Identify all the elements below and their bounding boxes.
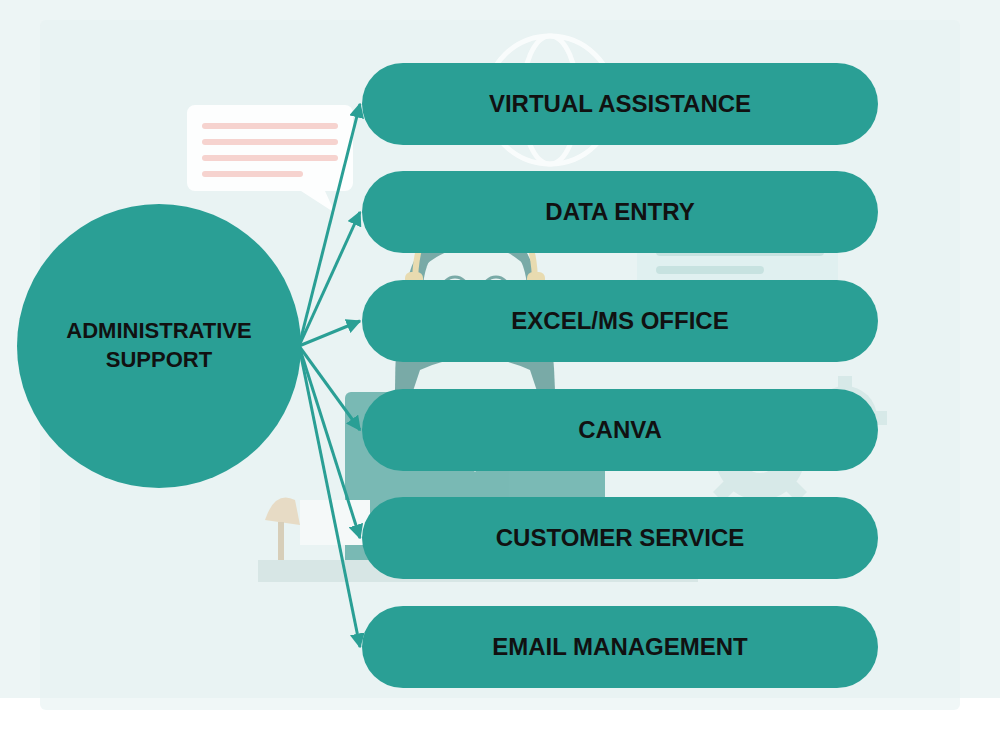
arrow-connector	[299, 321, 360, 346]
arrow-connector	[299, 346, 360, 430]
node-label: CUSTOMER SERVICE	[466, 522, 775, 553]
chat-bubble	[187, 105, 353, 213]
node-label: CANVA	[548, 414, 692, 445]
arrow-connector	[299, 212, 360, 346]
service-pill: DATA ENTRY	[362, 171, 878, 253]
node-label: EXCEL/MS OFFICE	[481, 305, 758, 336]
service-pill: EXCEL/MS OFFICE	[362, 280, 878, 362]
arrow-connector	[299, 104, 360, 346]
node-label: EMAIL MANAGEMENT	[462, 631, 778, 662]
hub-circle: ADMINISTRATIVE SUPPORT	[17, 204, 301, 488]
node-label: DATA ENTRY	[515, 196, 724, 227]
service-pill: CANVA	[362, 389, 878, 471]
node-label: VIRTUAL ASSISTANCE	[459, 88, 781, 119]
service-pill: CUSTOMER SERVICE	[362, 497, 878, 579]
arrow-connector	[299, 346, 360, 538]
service-pill: EMAIL MANAGEMENT	[362, 606, 878, 688]
arrow-connector	[299, 346, 360, 647]
service-pill: VIRTUAL ASSISTANCE	[362, 63, 878, 145]
node-label: ADMINISTRATIVE SUPPORT	[45, 317, 272, 374]
backdrop-panel	[40, 20, 960, 710]
